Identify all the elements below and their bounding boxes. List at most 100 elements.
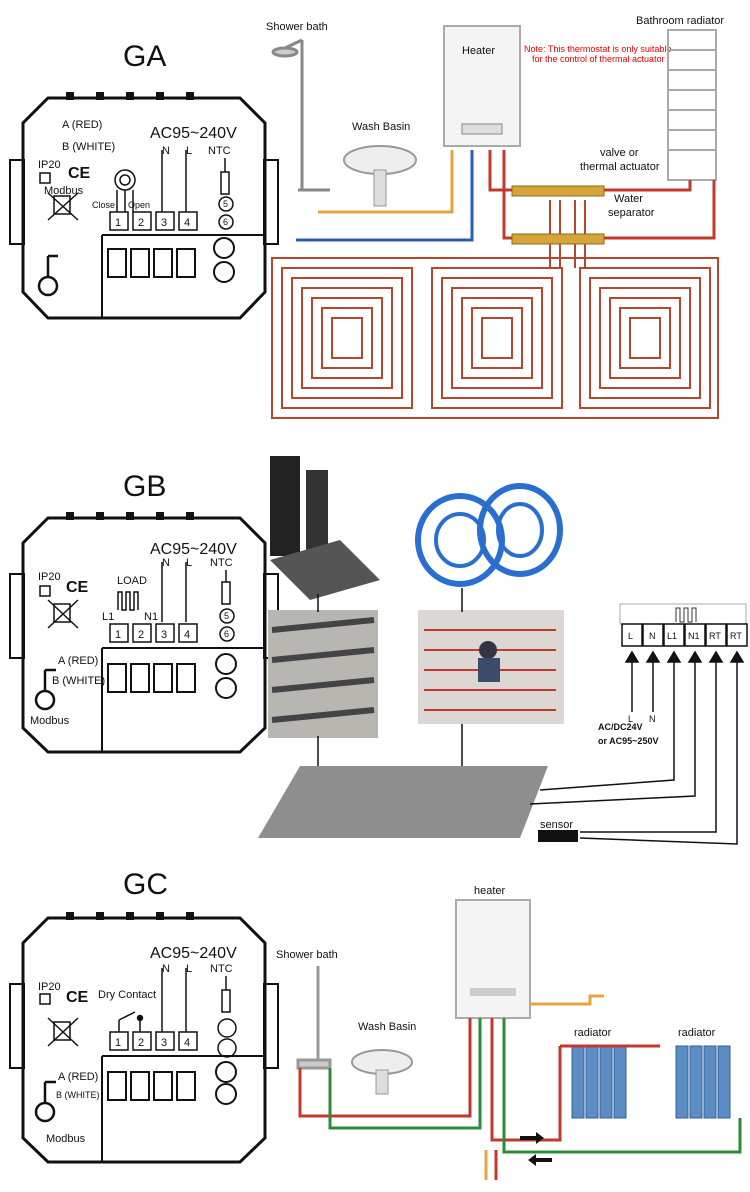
gb-block-rt2: RT bbox=[730, 631, 742, 641]
gb-n1-label: N1 bbox=[144, 611, 158, 623]
ga-terminal-2: 2 bbox=[138, 217, 144, 229]
gc-radiator-2-icon bbox=[675, 1045, 731, 1119]
ga-ntc-sensor-icon bbox=[218, 158, 234, 230]
ga-note-line1: Note: This thermostat is only suitable bbox=[524, 44, 671, 54]
gb-terminals: 1 2 3 4 bbox=[109, 623, 198, 643]
gc-wash-basin-icon bbox=[351, 1049, 413, 1095]
ga-n: N bbox=[162, 145, 170, 157]
gb-heating-element-icon bbox=[117, 562, 187, 622]
ga-shower-icon bbox=[271, 38, 330, 192]
gb-ip-square-icon bbox=[39, 585, 51, 597]
ga-wire-a: A (RED) bbox=[62, 119, 102, 131]
gb-terminal-4: 4 bbox=[184, 629, 190, 641]
gb-ip20: IP20 bbox=[38, 571, 61, 583]
ga-floor-heating-loops bbox=[271, 200, 719, 419]
gc-antenna-icon bbox=[34, 1080, 56, 1123]
ga-right-clip bbox=[263, 159, 279, 245]
gb-sensor-probe-icon bbox=[538, 830, 578, 842]
section-gb: GB AC95~240V N L NTC IP20 CE LOAD L1 N1 bbox=[9, 456, 748, 845]
gc-flow-arrows bbox=[520, 1132, 552, 1166]
gb-sensor-label: sensor bbox=[540, 819, 573, 831]
gc-terminals: 1 2 3 4 bbox=[109, 1031, 198, 1051]
ga-left-clip bbox=[9, 159, 25, 245]
ga-supply-pipes bbox=[296, 150, 716, 242]
gc-ntc-sensor-icon bbox=[217, 976, 237, 1058]
gc-ip-square-icon bbox=[39, 993, 51, 1005]
gb-terminal-3: 3 bbox=[161, 629, 167, 641]
ga-note-line2: for the control of thermal actuator bbox=[532, 54, 665, 64]
gb-ntc: NTC bbox=[210, 557, 233, 569]
gc-wire-a: A (RED) bbox=[58, 1071, 98, 1083]
ga-wire-b: B (WHITE) bbox=[62, 141, 115, 153]
gb-antenna-icon bbox=[34, 668, 56, 711]
ga-radiator-label: Bathroom radiator bbox=[636, 15, 724, 27]
gb-block-n: N bbox=[649, 631, 656, 641]
ga-close: Close bbox=[92, 200, 115, 210]
gb-ce-mark: CE bbox=[66, 579, 89, 596]
gb-cable-floor-photo bbox=[418, 610, 564, 724]
gb-heating-cable-icon bbox=[415, 483, 563, 587]
ga-terminal-3: 3 bbox=[161, 217, 167, 229]
gb-wire-n: N bbox=[649, 714, 656, 724]
gc-right-clip bbox=[263, 983, 279, 1069]
ga-ntc: NTC bbox=[208, 145, 231, 157]
gc-heater-label: heater bbox=[474, 885, 506, 897]
ga-l: L bbox=[186, 145, 192, 157]
ga-valve-label: valve or bbox=[600, 147, 639, 159]
gb-block-rt1: RT bbox=[709, 631, 721, 641]
ga-terminal-1: 1 bbox=[115, 217, 121, 229]
gc-top-notches bbox=[66, 912, 194, 920]
ga-terminals: 1 2 3 4 bbox=[109, 211, 198, 231]
gb-left-clip bbox=[9, 573, 25, 659]
ga-motor-valve-icon bbox=[114, 150, 187, 212]
ga-modbus: Modbus bbox=[44, 185, 84, 197]
gc-left-clip bbox=[9, 983, 25, 1069]
gb-wire-b: B (WHITE) bbox=[52, 675, 105, 687]
gc-n: N bbox=[162, 963, 170, 975]
gc-connector-block bbox=[107, 1061, 237, 1105]
ga-antenna-icon bbox=[37, 254, 59, 297]
gc-heater-box bbox=[455, 899, 531, 1019]
ga-ip20: IP20 bbox=[38, 159, 61, 171]
gb-wiring-arrows bbox=[529, 650, 745, 845]
ga-terminal-4: 4 bbox=[184, 217, 190, 229]
gc-wire-b: B (WHITE) bbox=[56, 1090, 100, 1100]
gb-l1-label: L1 bbox=[102, 611, 114, 623]
gb-weee-bin-icon bbox=[47, 599, 79, 629]
gb-wire-a: A (RED) bbox=[58, 655, 98, 667]
gc-terminal-1: 1 bbox=[115, 1037, 121, 1049]
ga-wash-basin-icon bbox=[343, 145, 417, 207]
gb-ntc-sensor-icon bbox=[219, 570, 235, 642]
gb-heating-film-roll-icon bbox=[270, 456, 380, 600]
ga-towel-radiator-icon bbox=[667, 29, 717, 181]
ga-top-notches bbox=[66, 92, 194, 100]
gc-title: GC bbox=[123, 868, 168, 901]
gb-supply-1: AC/DC24V bbox=[598, 722, 643, 732]
gb-l: L bbox=[186, 557, 192, 569]
gc-dry-contact: Dry Contact bbox=[98, 989, 156, 1001]
gb-n: N bbox=[162, 557, 170, 569]
gc-ntc: NTC bbox=[210, 963, 233, 975]
gc-ip20: IP20 bbox=[38, 981, 61, 993]
gb-load-label: LOAD bbox=[117, 575, 147, 587]
gb-wire-l: L bbox=[628, 714, 633, 724]
gb-terminal-1: 1 bbox=[115, 629, 121, 641]
gb-voltage: AC95~240V bbox=[150, 541, 237, 558]
ga-separator-label-2: separator bbox=[608, 207, 655, 219]
ga-ntc-terminal-5: 5 bbox=[223, 199, 228, 209]
gb-heating-film-floor-photo bbox=[268, 610, 378, 738]
ga-heater-label: Heater bbox=[462, 45, 495, 57]
ga-actuator-label: thermal actuator bbox=[580, 161, 660, 173]
section-gc: GC AC95~240V N L NTC IP20 CE Dry Contact bbox=[9, 868, 742, 1180]
gc-weee-bin-icon bbox=[47, 1017, 79, 1047]
gc-terminal-4: 4 bbox=[184, 1037, 190, 1049]
gb-terminal-block: L N L1 N1 RT RT bbox=[619, 603, 748, 647]
ga-open: Open bbox=[128, 200, 150, 210]
ga-basin-label: Wash Basin bbox=[352, 121, 410, 133]
gc-modbus: Modbus bbox=[46, 1133, 86, 1145]
gc-dry-contact-switch-icon bbox=[118, 968, 187, 1032]
ga-ip-square-icon bbox=[39, 172, 51, 184]
ga-ce-mark: CE bbox=[68, 165, 91, 182]
gc-voltage: AC95~240V bbox=[150, 945, 237, 962]
